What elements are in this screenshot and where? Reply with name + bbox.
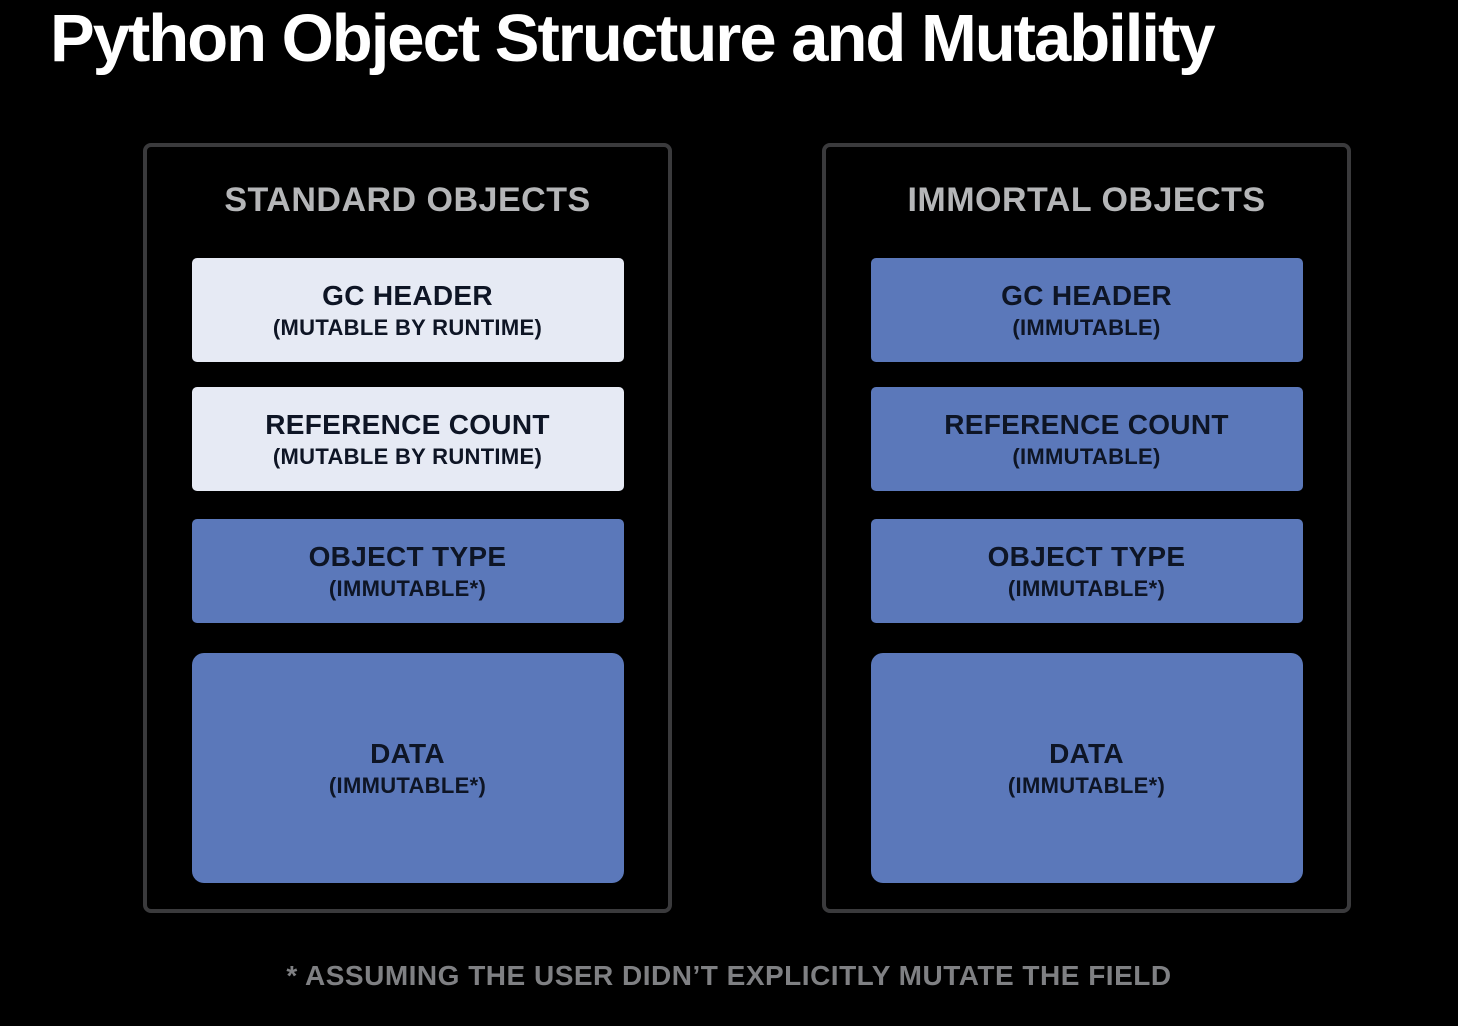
field-box-data: DATA (IMMUTABLE*) — [191, 653, 624, 883]
field-label: GC HEADER — [1001, 279, 1172, 311]
field-label: GC HEADER — [322, 279, 493, 311]
field-mutability-note: (IMMUTABLE) — [1012, 443, 1161, 469]
field-mutability-note: (MUTABLE BY RUNTIME) — [272, 443, 543, 469]
field-box-object-type: OBJECT TYPE (IMMUTABLE*) — [191, 519, 624, 623]
box-stack: GC HEADER (MUTABLE BY RUNTIME) REFERENCE… — [191, 258, 624, 883]
panel-immortal-objects: IMMORTAL OBJECTS GC HEADER (IMMUTABLE) R… — [822, 143, 1351, 913]
field-box-reference-count: REFERENCE COUNT (IMMUTABLE) — [870, 387, 1303, 491]
box-stack: GC HEADER (IMMUTABLE) REFERENCE COUNT (I… — [870, 258, 1303, 883]
field-label: OBJECT TYPE — [987, 540, 1186, 572]
field-mutability-note: (IMMUTABLE) — [1012, 314, 1161, 340]
field-box-gc-header: GC HEADER (MUTABLE BY RUNTIME) — [191, 258, 624, 362]
field-mutability-note: (MUTABLE BY RUNTIME) — [272, 314, 543, 340]
field-mutability-note: (IMMUTABLE*) — [328, 772, 487, 798]
field-label: DATA — [370, 737, 445, 769]
field-label: DATA — [1049, 737, 1124, 769]
field-box-gc-header: GC HEADER (IMMUTABLE) — [870, 258, 1303, 362]
field-label: REFERENCE COUNT — [265, 408, 550, 440]
page-title: Python Object Structure and Mutability — [50, 1, 1216, 76]
panel-heading: STANDARD OBJECTS — [224, 181, 591, 219]
panel-standard-objects: STANDARD OBJECTS GC HEADER (MUTABLE BY R… — [143, 143, 672, 913]
panels-row: STANDARD OBJECTS GC HEADER (MUTABLE BY R… — [143, 143, 1351, 913]
field-mutability-note: (IMMUTABLE*) — [1007, 575, 1166, 601]
field-box-object-type: OBJECT TYPE (IMMUTABLE*) — [870, 519, 1303, 623]
panel-heading: IMMORTAL OBJECTS — [907, 181, 1266, 219]
field-box-reference-count: REFERENCE COUNT (MUTABLE BY RUNTIME) — [191, 387, 624, 491]
field-label: OBJECT TYPE — [308, 540, 507, 572]
field-label: REFERENCE COUNT — [944, 408, 1229, 440]
field-mutability-note: (IMMUTABLE*) — [328, 575, 487, 601]
field-box-data: DATA (IMMUTABLE*) — [870, 653, 1303, 883]
field-mutability-note: (IMMUTABLE*) — [1007, 772, 1166, 798]
footnote: * ASSUMING THE USER DIDN’T EXPLICITLY MU… — [286, 960, 1172, 991]
